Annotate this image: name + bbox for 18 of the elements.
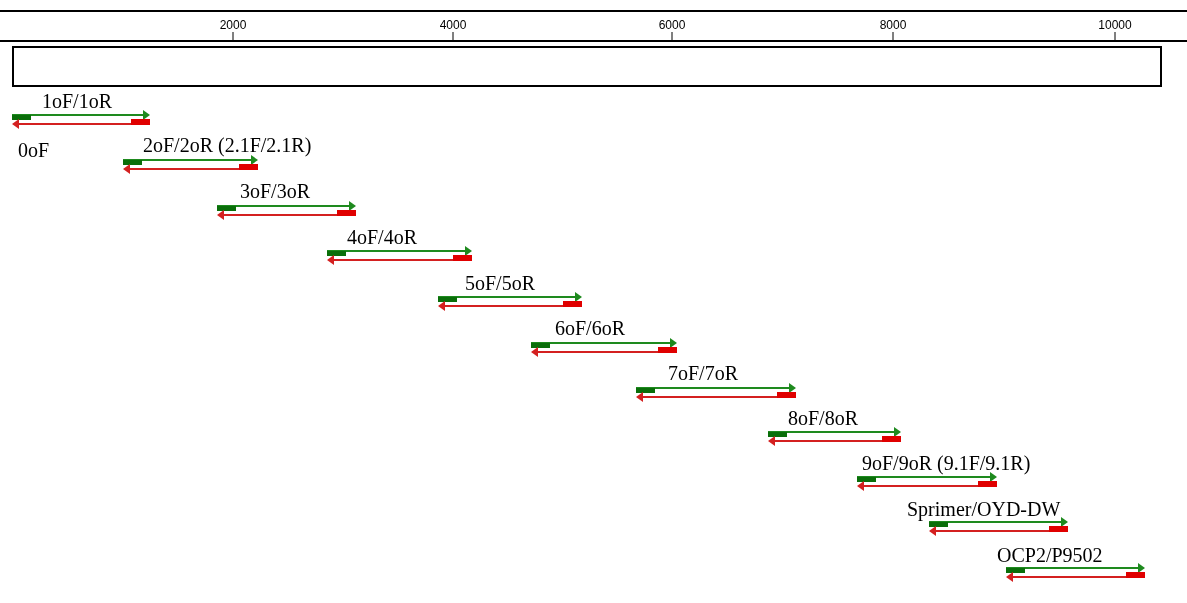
amplicon-label: 7oF/7oR <box>668 363 739 383</box>
amplicon-label: 0oF <box>18 140 50 160</box>
amplicon-label: Sprimer/OYD-DW <box>907 499 1061 519</box>
tick-label: 2000 <box>218 19 248 32</box>
tick-label: 4000 <box>438 19 468 32</box>
tick-label: 10000 <box>1097 19 1133 32</box>
tick-label: 6000 <box>657 19 687 32</box>
amplicon-label: 3oF/3oR <box>240 181 311 201</box>
amplicon-label: 4oF/4oR <box>347 227 418 247</box>
tick-label: 8000 <box>878 19 908 32</box>
genome-bar <box>12 46 1162 87</box>
amplicon-label: 8oF/8oR <box>788 408 859 428</box>
amplicon-label: 1oF/1oR <box>42 91 113 111</box>
amplicon-label: 2oF/2oR (2.1F/2.1R) <box>143 135 312 155</box>
amplicon-label: OCP2/P9502 <box>997 545 1103 565</box>
amplicon-label: 9oF/9oR (9.1F/9.1R) <box>862 453 1031 473</box>
amplicon-label: 6oF/6oR <box>555 318 626 338</box>
amplicon-label: 5oF/5oR <box>465 273 536 293</box>
